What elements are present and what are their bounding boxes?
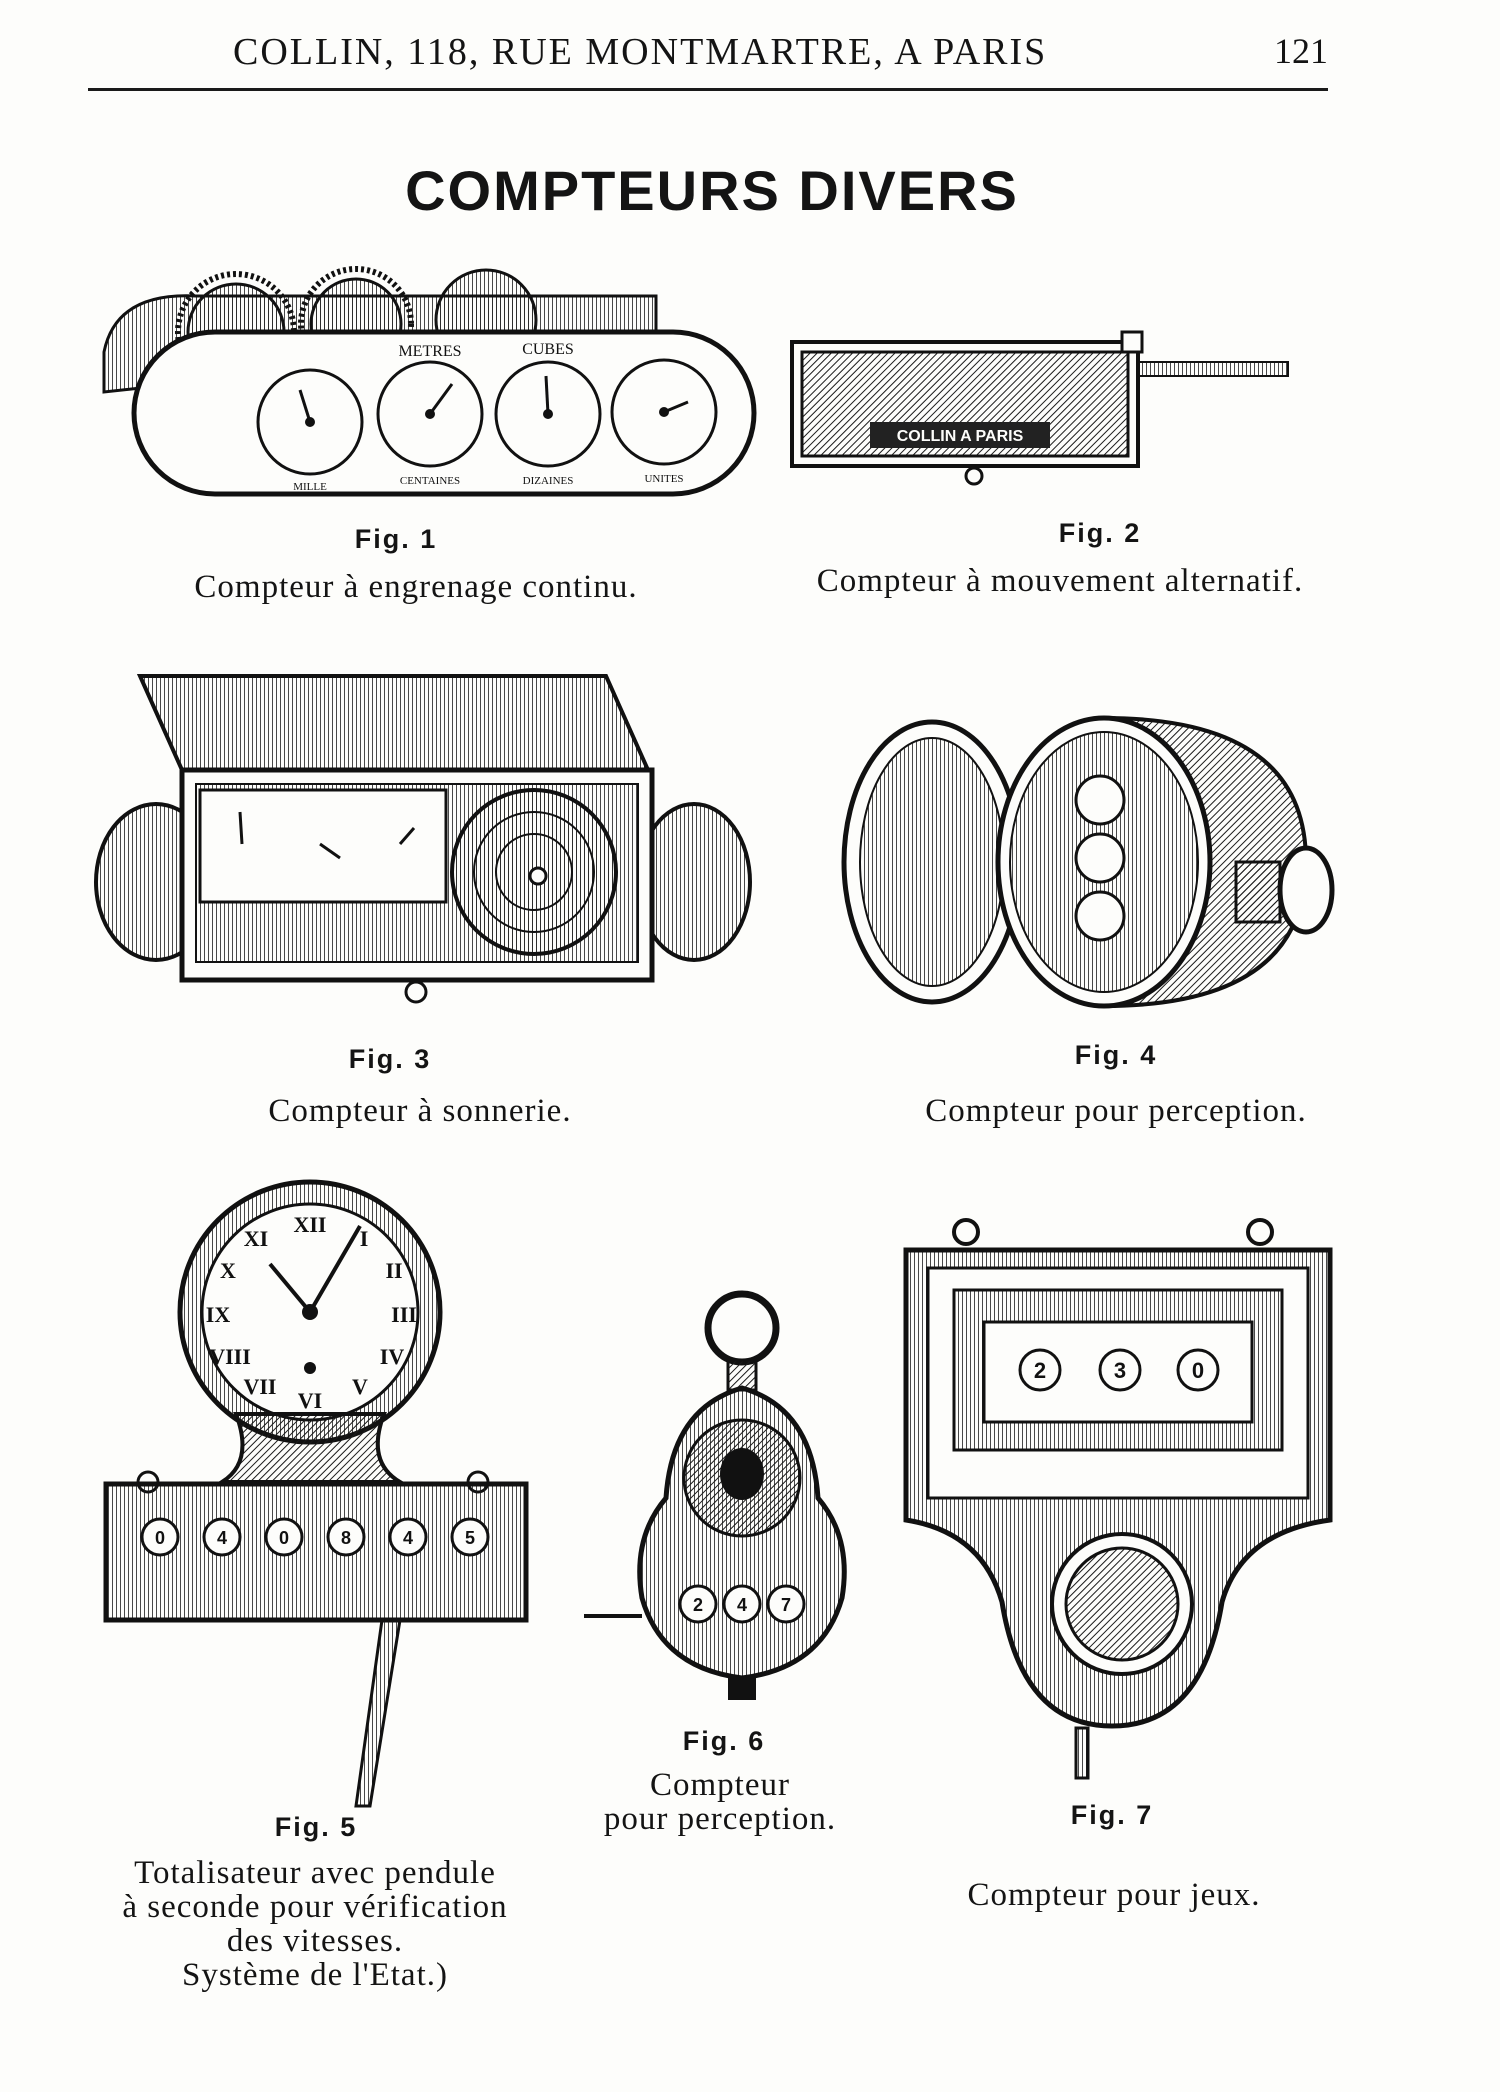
svg-text:I: I [360, 1226, 369, 1251]
fig3-engraving [94, 674, 752, 1004]
page-title: COMPTEURS DIVERS [405, 159, 1019, 222]
fig1-caption: Compteur à engrenage continu. [194, 569, 638, 605]
figure-2: COLLIN A PARIS [790, 330, 1300, 490]
fig1-word-centaines: CENTAINES [400, 475, 460, 487]
svg-text:IX: IX [206, 1302, 231, 1327]
fig6-digit-3: 7 [781, 1595, 791, 1615]
figure-1: METRES CUBES MILLE CENTAINES DIZAINES UN… [96, 266, 766, 502]
figure-7: 2 3 0 [902, 1212, 1334, 1782]
fig6-engraving: 2 4 7 [584, 1290, 847, 1700]
fig3-caption: Compteur à sonnerie. [268, 1093, 572, 1129]
figure-4 [836, 712, 1336, 1012]
fig4-caption: Compteur pour perception. [925, 1093, 1307, 1129]
svg-text:III: III [391, 1302, 417, 1327]
fig7-caption: Compteur pour jeux. [967, 1877, 1261, 1913]
fig6-digit-1: 2 [693, 1595, 703, 1615]
fig1-word-unites: UNITES [644, 473, 683, 485]
svg-text:VI: VI [298, 1388, 322, 1413]
fig5-digit-1: 0 [155, 1528, 165, 1548]
figure-3 [94, 672, 752, 1004]
fig1-word-cubes: CUBES [522, 341, 574, 358]
fig1-word-metres: METRES [398, 343, 461, 360]
fig7-digit-2: 3 [1114, 1358, 1126, 1383]
fig1-engraving: METRES CUBES MILLE CENTAINES DIZAINES UN… [102, 266, 757, 497]
fig5-digit-6: 5 [465, 1528, 475, 1548]
svg-text:IV: IV [380, 1344, 405, 1369]
svg-text:VII: VII [243, 1374, 276, 1399]
fig6-digit-2: 4 [737, 1595, 747, 1615]
svg-text:X: X [220, 1258, 236, 1283]
fig6-caption-line-2: pour perception. [603, 1801, 837, 1837]
fig5-caption-line-2: à seconde pour vérification [122, 1889, 508, 1925]
fig2-caption: Compteur à mouvement alternatif. [816, 563, 1304, 599]
fig4-label: Fig. 4 [1074, 1040, 1158, 1070]
fig7-digit-1: 2 [1034, 1358, 1046, 1383]
fig7-label: Fig. 7 [1070, 1800, 1154, 1830]
fig2-engraving: COLLIN A PARIS [790, 330, 1289, 486]
header-rule [88, 88, 1328, 91]
figure-6: 2 4 7 [582, 1288, 852, 1708]
fig7-engraving: 2 3 0 [903, 1218, 1333, 1780]
fig5-caption-line-3: des vitesses. [226, 1923, 404, 1959]
fig6-label: Fig. 6 [682, 1726, 766, 1756]
svg-text:VIII: VIII [209, 1344, 251, 1369]
svg-text:V: V [352, 1374, 368, 1399]
fig5-digit-5: 4 [403, 1528, 413, 1548]
fig5-digit-2: 4 [217, 1528, 227, 1548]
fig3-label: Fig. 3 [348, 1044, 432, 1074]
svg-text:XII: XII [293, 1212, 326, 1237]
fig6-caption-line-1: Compteur [650, 1767, 790, 1803]
fig1-label: Fig. 1 [354, 524, 438, 554]
fig5-digit-3: 0 [279, 1528, 289, 1548]
fig5-caption-line-1: Totalisateur avec pendule [134, 1855, 496, 1891]
fig2-plate-text: COLLIN A PARIS [897, 428, 1024, 445]
running-title: COLLIN, 118, RUE MONTMARTRE, A PARIS [233, 31, 1048, 73]
page-number: 121 [1274, 31, 1328, 71]
fig4-engraving [841, 715, 1335, 1009]
running-head: COLLIN, 118, RUE MONTMARTRE, A PARIS 121 [88, 26, 1328, 76]
fig5-label: Fig. 5 [274, 1812, 358, 1842]
fig5-caption-line-4: Système de l'Etat.) [182, 1957, 448, 1993]
svg-text:XI: XI [244, 1226, 268, 1251]
fig2-label: Fig. 2 [1058, 518, 1142, 548]
fig1-word-dizaines: DIZAINES [523, 475, 574, 487]
fig5-digit-4: 8 [341, 1528, 351, 1548]
svg-text:II: II [385, 1258, 402, 1283]
fig7-digit-3: 0 [1192, 1358, 1204, 1383]
fig1-word-mille: MILLE [293, 481, 327, 493]
